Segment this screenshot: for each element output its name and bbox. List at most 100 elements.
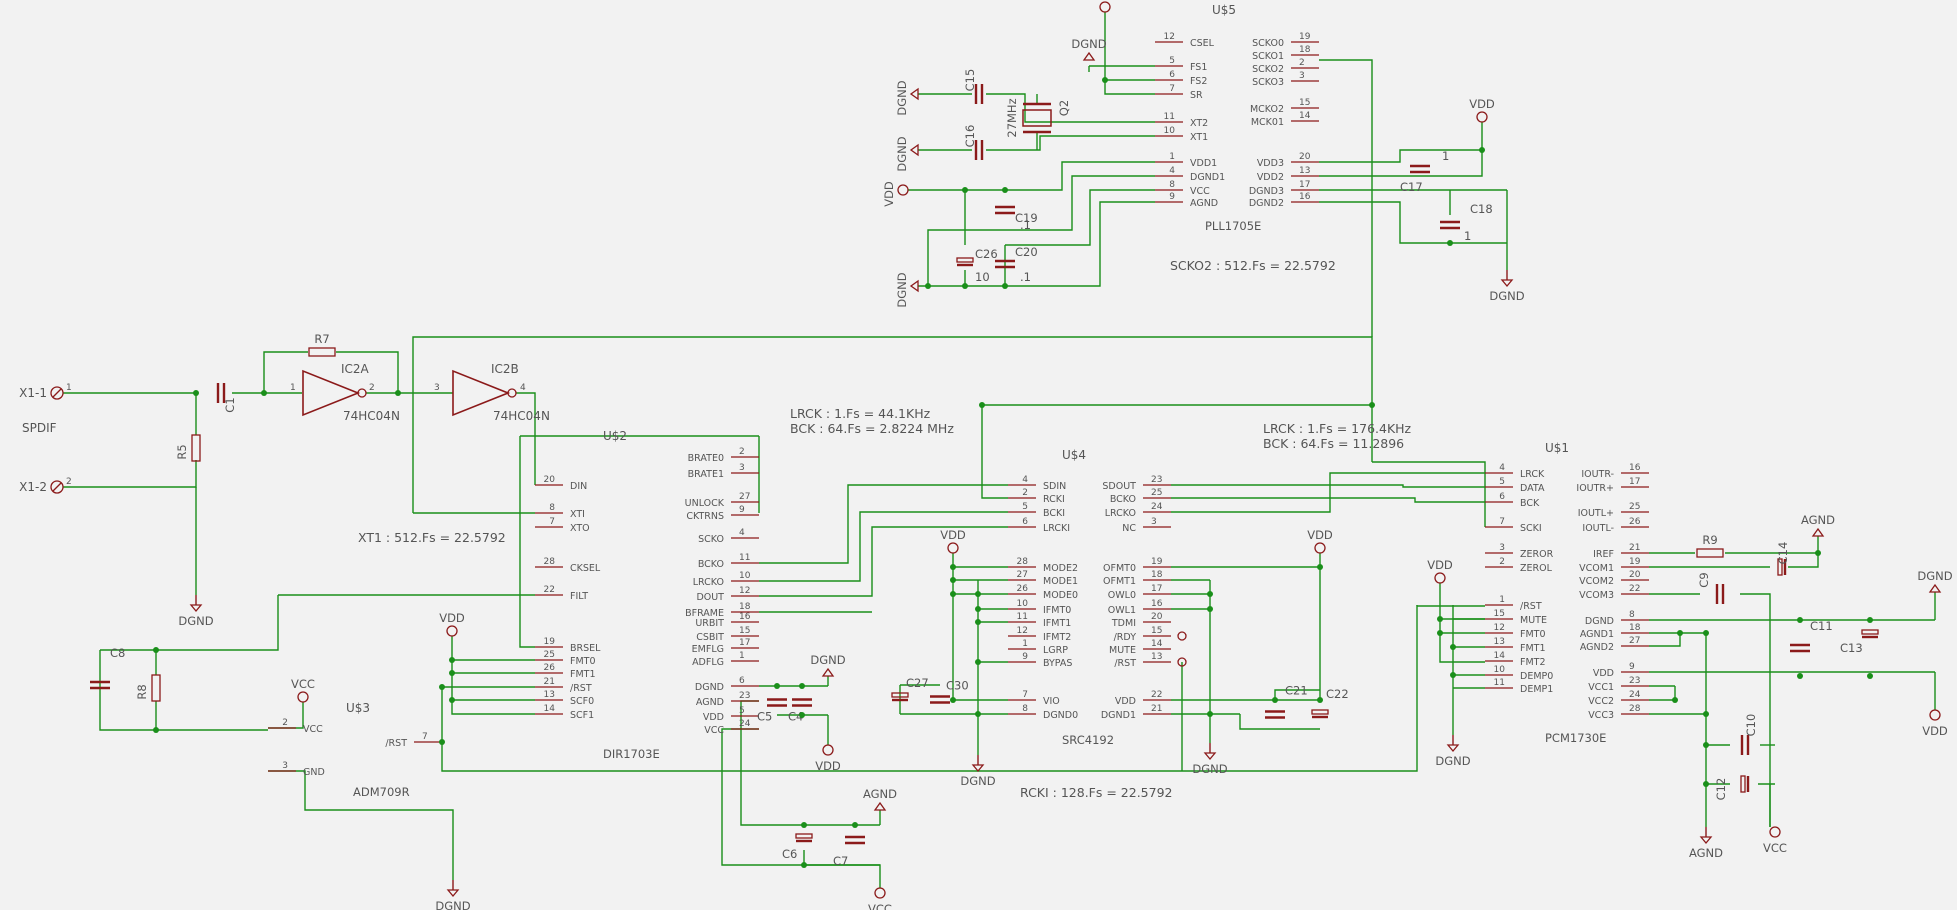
supply-label: VCC (1763, 841, 1787, 855)
pin-name: URBIT (695, 618, 724, 629)
ic-ref: U$5 (1212, 3, 1236, 17)
junction-dot (449, 670, 455, 676)
pin-number: 19 (1299, 32, 1311, 42)
pin-number: 5 (1169, 56, 1175, 66)
wire (263, 351, 308, 393)
ground-label: DGND (895, 136, 909, 171)
ground-label: DGND (1071, 37, 1106, 51)
res-label: R7 (314, 332, 329, 346)
ground-symbol (909, 279, 919, 293)
ground-label: DGND (895, 80, 909, 115)
pin-name: VCC1 (1588, 682, 1614, 693)
electrolytic-cap (795, 833, 813, 839)
ground-symbol (1203, 752, 1217, 761)
wire (1740, 593, 1771, 827)
wire (927, 229, 1005, 286)
electrolytic-cap (891, 692, 909, 698)
pin-name: SCKO (698, 534, 724, 545)
ic-name: PCM1730E (1545, 731, 1606, 745)
wire (1005, 175, 1155, 231)
ic-ref: U$3 (346, 701, 370, 715)
supply-symbol (1434, 572, 1446, 584)
pin-name: LRCK (1520, 469, 1545, 480)
cap-label: C5 (757, 710, 772, 724)
inverter-bubble (357, 388, 367, 398)
cap-label: C14 (1776, 542, 1790, 565)
pin-name: DGND0 (1043, 710, 1078, 721)
cap-value: 1 (1442, 149, 1449, 163)
pin-number: 22 (1629, 584, 1640, 594)
pin-number: 20 (1151, 612, 1163, 622)
wire (759, 484, 1008, 564)
pin-number: 27 (739, 492, 750, 502)
wire (721, 728, 881, 888)
pin-name: VDD (1593, 668, 1614, 679)
wire (1171, 472, 1485, 513)
junction-dot (1450, 672, 1456, 678)
pin-number: 3 (282, 761, 288, 771)
wire (1319, 59, 1373, 337)
pin-number: 17 (1151, 584, 1162, 594)
pin-number: 22 (544, 585, 555, 595)
pin-number: 10 (1494, 665, 1506, 675)
wire (516, 392, 536, 485)
ground-label: AGND (1689, 846, 1723, 860)
pin-number: 7 (1169, 84, 1175, 94)
note-bck-in: BCK : 64.Fs = 2.8224 MHz (790, 421, 954, 436)
pin-number: 11 (1164, 112, 1175, 122)
gate-part: 74HC04N (493, 409, 550, 423)
wire (1274, 689, 1320, 700)
junction-dot (1797, 617, 1803, 623)
pin-number: 6 (1169, 70, 1175, 80)
connector-label: SPDIF (22, 421, 57, 435)
supply-label: VDD (1427, 558, 1453, 572)
pin-number: 18 (739, 602, 751, 612)
pin-number: 7 (422, 732, 428, 742)
cap-label: C10 (1744, 714, 1758, 737)
pin-name: XT2 (1190, 118, 1208, 129)
pin-name: VCOM2 (1579, 576, 1614, 587)
ic-ref: U$2 (603, 429, 627, 443)
wire (63, 460, 197, 488)
cap-label: C12 (1714, 778, 1728, 801)
wire (1372, 461, 1486, 527)
pin-number: 19 (1629, 557, 1641, 567)
pin-number: 1 (290, 383, 296, 393)
ic-name: DIR1703E (603, 747, 660, 761)
wire (1439, 583, 1485, 663)
pin-number: 11 (1494, 678, 1505, 688)
wire (1239, 714, 1320, 730)
junction-dot (153, 647, 159, 653)
note-scko2: SCKO2 : 512.Fs = 22.5792 (1170, 258, 1336, 273)
pin-number: 20 (1629, 570, 1641, 580)
pin-name: SCKO1 (1252, 51, 1284, 62)
pin-name: IOUTL+ (1578, 508, 1614, 519)
pin-number: 17 (1299, 180, 1310, 190)
pin-number: 23 (1151, 475, 1162, 485)
ground-symbol (909, 87, 919, 101)
pin-name: BRATE1 (688, 469, 724, 480)
pin-name: FS2 (1190, 76, 1207, 87)
pin-name: ADFLG (692, 657, 724, 668)
cap-label: C18 (1470, 202, 1493, 216)
cap-label: C15 (963, 69, 977, 92)
pin-name: MODE2 (1043, 563, 1078, 574)
pin-name: DGND1 (1101, 710, 1136, 721)
pin-number: 28 (1629, 704, 1641, 714)
supply-label: VDD (439, 611, 465, 625)
pin-number: 10 (1017, 599, 1029, 609)
supply-symbol (1929, 709, 1941, 721)
pin-number: 27 (1017, 570, 1028, 580)
pin-number: 12 (739, 586, 750, 596)
pin-name: FMT0 (570, 656, 596, 667)
pin-name: VCOM3 (1579, 590, 1614, 601)
junction-dot (950, 564, 956, 570)
pin-name: AGND (1190, 198, 1218, 209)
pin-name: VDD (1115, 696, 1136, 707)
pin-number: 15 (1151, 626, 1162, 636)
pin-name: BYPAS (1043, 658, 1072, 669)
pin-number: 16 (1629, 463, 1641, 473)
cap-label: C7 (833, 854, 848, 868)
junction-dot (1703, 711, 1709, 717)
pin-name: UNLOCK (685, 498, 725, 509)
